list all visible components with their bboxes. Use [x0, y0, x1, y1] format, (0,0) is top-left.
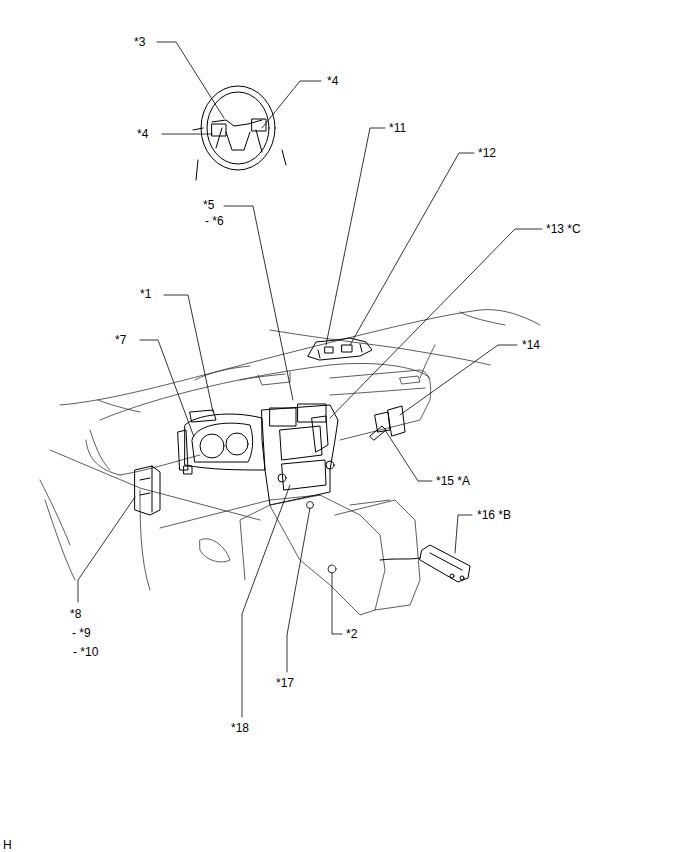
callout-number: *2 — [346, 627, 357, 641]
callout-number: *8 — [70, 607, 81, 621]
callout-number: *17 — [276, 676, 294, 690]
callout-number: *18 — [231, 721, 249, 735]
callout-number: *1 — [140, 287, 151, 301]
callout-number: - *9 — [72, 626, 91, 640]
callout-number: *5 — [203, 198, 214, 212]
callout-number: *4 — [327, 74, 338, 88]
callout-number: *16 *B — [477, 508, 511, 522]
callout-number: H — [3, 838, 12, 852]
callout-number: *4 — [137, 127, 148, 141]
callout-number: *11 — [389, 121, 406, 135]
callout-number: *3 — [134, 35, 145, 49]
callout-number: *14 — [522, 338, 540, 352]
callout-number: *13 *C — [546, 222, 581, 236]
callout-number: *7 — [115, 333, 126, 347]
callout-number: *12 — [478, 146, 496, 160]
callout-number: *15 *A — [436, 474, 470, 488]
callout-number: - *6 — [205, 214, 224, 228]
callout-number: - *10 — [73, 645, 98, 659]
